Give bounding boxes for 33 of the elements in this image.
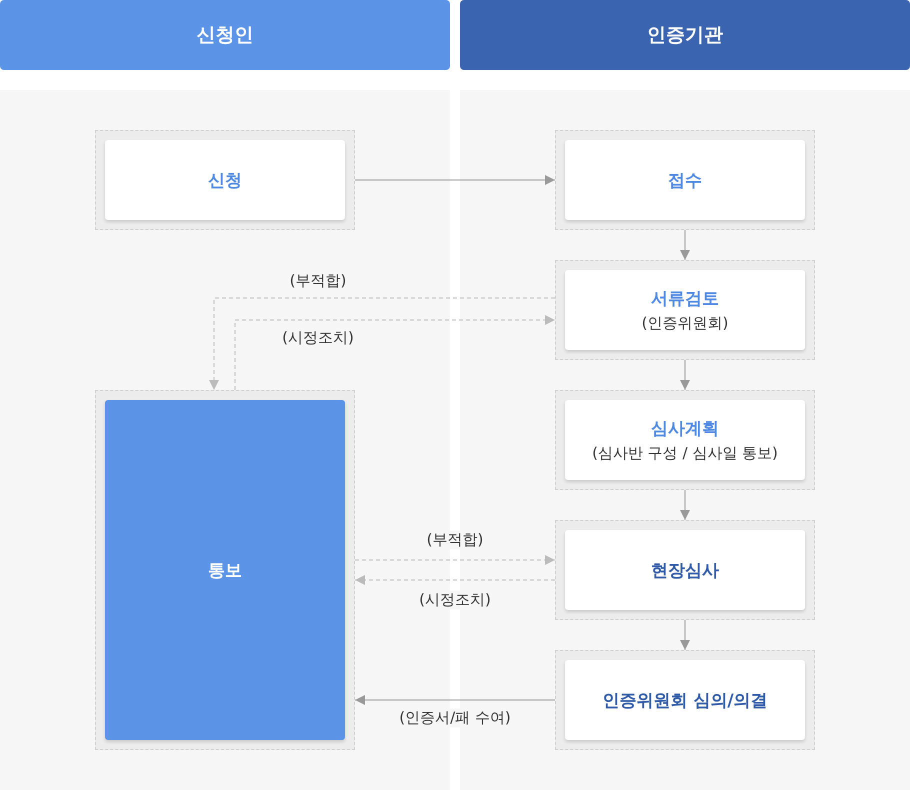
step-title: 인증위원회 심의/의결 xyxy=(602,690,768,712)
edge-label: (시정조치) xyxy=(417,590,493,610)
process-box xyxy=(555,520,815,620)
arrow xyxy=(209,298,556,390)
arrow xyxy=(234,315,556,390)
edge-label: (부적합) xyxy=(424,530,486,550)
arrow xyxy=(680,620,690,650)
arrow xyxy=(354,695,556,705)
step-note: (심사반 구성 / 심사일 통보) xyxy=(592,444,778,463)
header-title: 인증기관 xyxy=(647,23,723,48)
arrow xyxy=(354,175,556,185)
process-box xyxy=(555,130,815,230)
step-title: 심사계획 xyxy=(651,418,719,440)
process-box xyxy=(555,650,815,750)
edge-label: (시정조치) xyxy=(280,328,356,348)
arrow xyxy=(680,490,690,520)
step-title: 신청 xyxy=(208,170,242,192)
arrow xyxy=(680,230,690,260)
arrow xyxy=(354,575,556,585)
process-box xyxy=(95,130,355,230)
step-title: 접수 xyxy=(668,170,702,192)
process-box xyxy=(555,260,815,360)
step-title: 서류검토 xyxy=(651,288,719,310)
arrow xyxy=(680,360,690,390)
edge-label: (부적합) xyxy=(288,272,348,290)
arrow xyxy=(354,555,556,565)
column-header xyxy=(0,0,450,70)
column-header xyxy=(460,0,910,70)
process-box xyxy=(555,390,815,490)
step-title: 통보 xyxy=(208,560,242,582)
step-note: (인증위원회) xyxy=(642,314,728,333)
header-title: 신청인 xyxy=(196,23,254,48)
step-title: 현장심사 xyxy=(651,560,719,582)
